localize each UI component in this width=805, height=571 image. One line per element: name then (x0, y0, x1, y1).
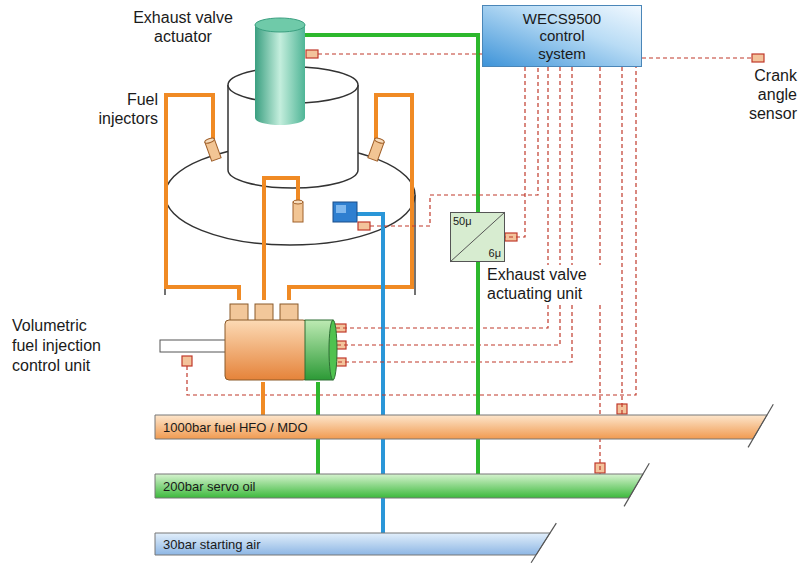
rail-cut (624, 463, 649, 506)
control-box-outline (483, 6, 642, 67)
signal-line (335, 67, 572, 362)
fuel-injector (368, 137, 385, 161)
signal-lines (187, 54, 752, 395)
signal-line (187, 62, 636, 395)
node-text: 50μ (453, 215, 472, 227)
fuel-rail: 1000bar fuel HFO / MDO (155, 415, 767, 439)
injection-control-unit: Volumetric fuel injection control unit (225, 300, 335, 382)
node-text: WECS9500 control system (514, 10, 610, 62)
fuel-pipe (166, 95, 239, 300)
rail-cut (748, 404, 773, 447)
filter-box (451, 213, 505, 262)
node-text: Exhaust valve actuating unit (485, 265, 619, 303)
fuel-injector (204, 137, 221, 161)
node-text: 6μ (489, 247, 501, 259)
servo-oil-pipe (476, 262, 480, 474)
part-label: Exhaust valve actuator (108, 8, 258, 46)
node-text: Volumetric fuel injection control unit (12, 316, 112, 376)
push-rod (160, 340, 226, 352)
pipe-connector (280, 304, 298, 321)
pipe-connector (230, 304, 248, 321)
node-text: 1000bar fuel HFO / MDO (155, 420, 308, 435)
servo-oil-rail: 200bar servo oil (155, 474, 643, 498)
rail-band (155, 474, 643, 498)
rail-band (155, 533, 550, 555)
rail-cut (531, 523, 556, 563)
starting-air-valve (336, 205, 346, 213)
signal-line (621, 67, 622, 415)
control-system-box: WECS9500 control system (482, 5, 642, 67)
sensors (182, 50, 764, 473)
sensor (752, 54, 764, 62)
signal-line (370, 62, 538, 226)
actuator-top (255, 18, 305, 32)
fuel-pipe (264, 178, 298, 300)
pipe-connector (255, 304, 273, 321)
servo-oil-pipe (305, 35, 478, 212)
part-label: Crank angle sensor (735, 66, 797, 124)
node-text: 30bar starting air (155, 537, 261, 552)
node-text: 200bar servo oil (155, 479, 256, 494)
sensor (306, 50, 318, 58)
fuel-pipe (289, 95, 412, 300)
sensor (182, 356, 192, 366)
unit-end-cap (329, 320, 337, 380)
filter-divider (450, 212, 505, 262)
part-label: Fuel injectors (70, 90, 158, 128)
starting-air-rail: 30bar starting air (155, 533, 550, 555)
rail-band (155, 415, 767, 439)
actuating-unit-box: 50μ6μExhaust valve actuating unit (450, 212, 505, 262)
fuel-pipe (261, 382, 265, 415)
unit-body (225, 320, 307, 380)
exhaust-valve-actuator (255, 25, 305, 118)
sensor (358, 222, 370, 230)
signal-line (642, 57, 752, 58)
signal-line (318, 53, 482, 54)
signal-line (505, 67, 525, 237)
node-shape (225, 300, 335, 382)
fuel-injector (293, 200, 303, 222)
starting-air-valve (333, 202, 357, 222)
